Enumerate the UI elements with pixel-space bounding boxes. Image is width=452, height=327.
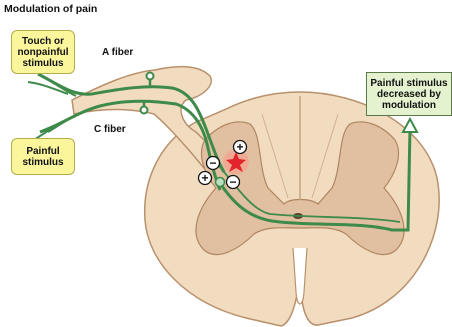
touch-box-line: Touch or [22,36,64,47]
touch-box-line: stimulus [22,58,63,69]
plus-symbol: + [236,140,243,154]
a-fiber-cell-body [147,73,154,80]
a-fiber-label: A fiber [102,47,133,58]
pain-box-line: stimulus [22,157,63,168]
modulation-result-box: Painful stimulus decreased by modulation [366,72,452,116]
pain-box-line: Painful [26,146,59,157]
minus-symbol: − [229,175,236,189]
minus-marker: − [207,156,220,170]
touch-stimulus-box: Touch or nonpainful stimulus [11,30,75,74]
result-box-line: decreased by [377,89,441,100]
figure-title: Modulation of pain [4,3,97,15]
result-box-line: Painful stimulus [370,78,447,89]
c-fiber-cell-body [141,107,148,114]
plus-symbol: + [201,171,208,185]
minus-symbol: − [209,156,216,170]
c-fiber-label: C fiber [94,124,126,135]
c-fiber-stimulus-branch [34,116,76,140]
plus-marker: + [234,140,247,154]
result-box-line: modulation [382,100,436,111]
interneuron-cell [216,178,225,187]
dorsal-root-ganglion [72,67,214,168]
painful-stimulus-box: Painful stimulus [11,138,75,175]
touch-box-line: nonpainful [17,47,68,58]
minus-marker: − [227,175,240,189]
result-arrow-head [403,119,417,132]
plus-marker: + [199,171,212,185]
